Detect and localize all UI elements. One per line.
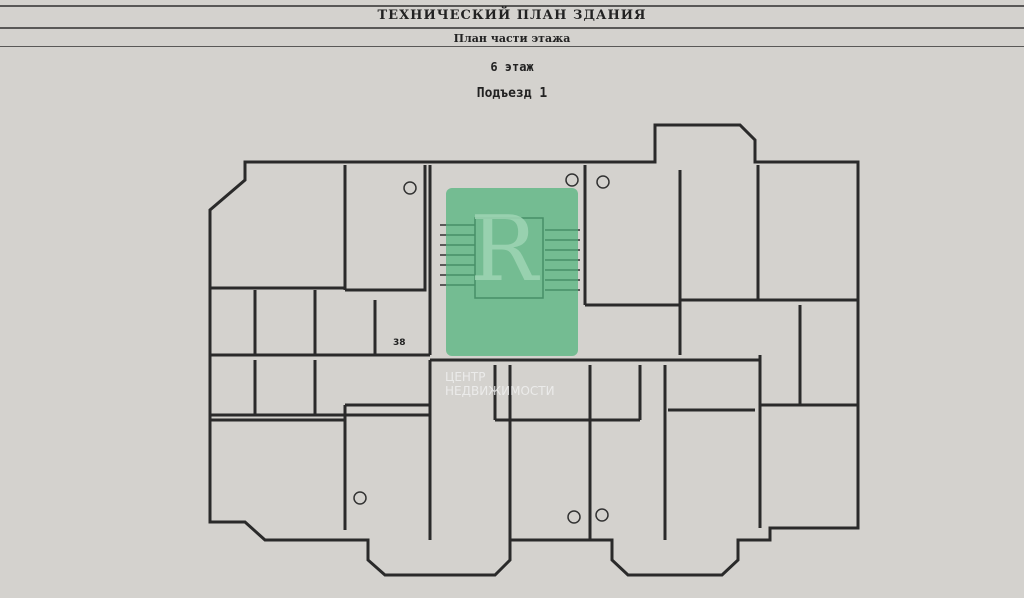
header-rule-bottom (0, 46, 1024, 47)
document-title: ТЕХНИЧЕСКИЙ ПЛАН ЗДАНИЯ (377, 8, 647, 23)
watermark-logo: R (470, 197, 538, 302)
interior-walls (210, 165, 858, 540)
floor-label: 6 этаж (490, 60, 534, 74)
room-number: 38 (393, 338, 406, 348)
entrance-label: Подъезд 1 (476, 86, 548, 101)
watermark-line2: НЕДВИЖИМОСТИ (445, 384, 555, 398)
header-rule-mid (0, 27, 1024, 29)
watermark-logo-box (446, 188, 578, 356)
document-subtitle: План части этажа (453, 32, 571, 45)
header-rule-top (0, 5, 1024, 7)
riser-icons (353, 173, 610, 524)
watermark-line1: ЦЕНТР (445, 370, 486, 384)
watermark-text: ЦЕНТР НЕДВИЖИМОСТИ (445, 370, 555, 398)
outer-walls (208, 123, 860, 577)
